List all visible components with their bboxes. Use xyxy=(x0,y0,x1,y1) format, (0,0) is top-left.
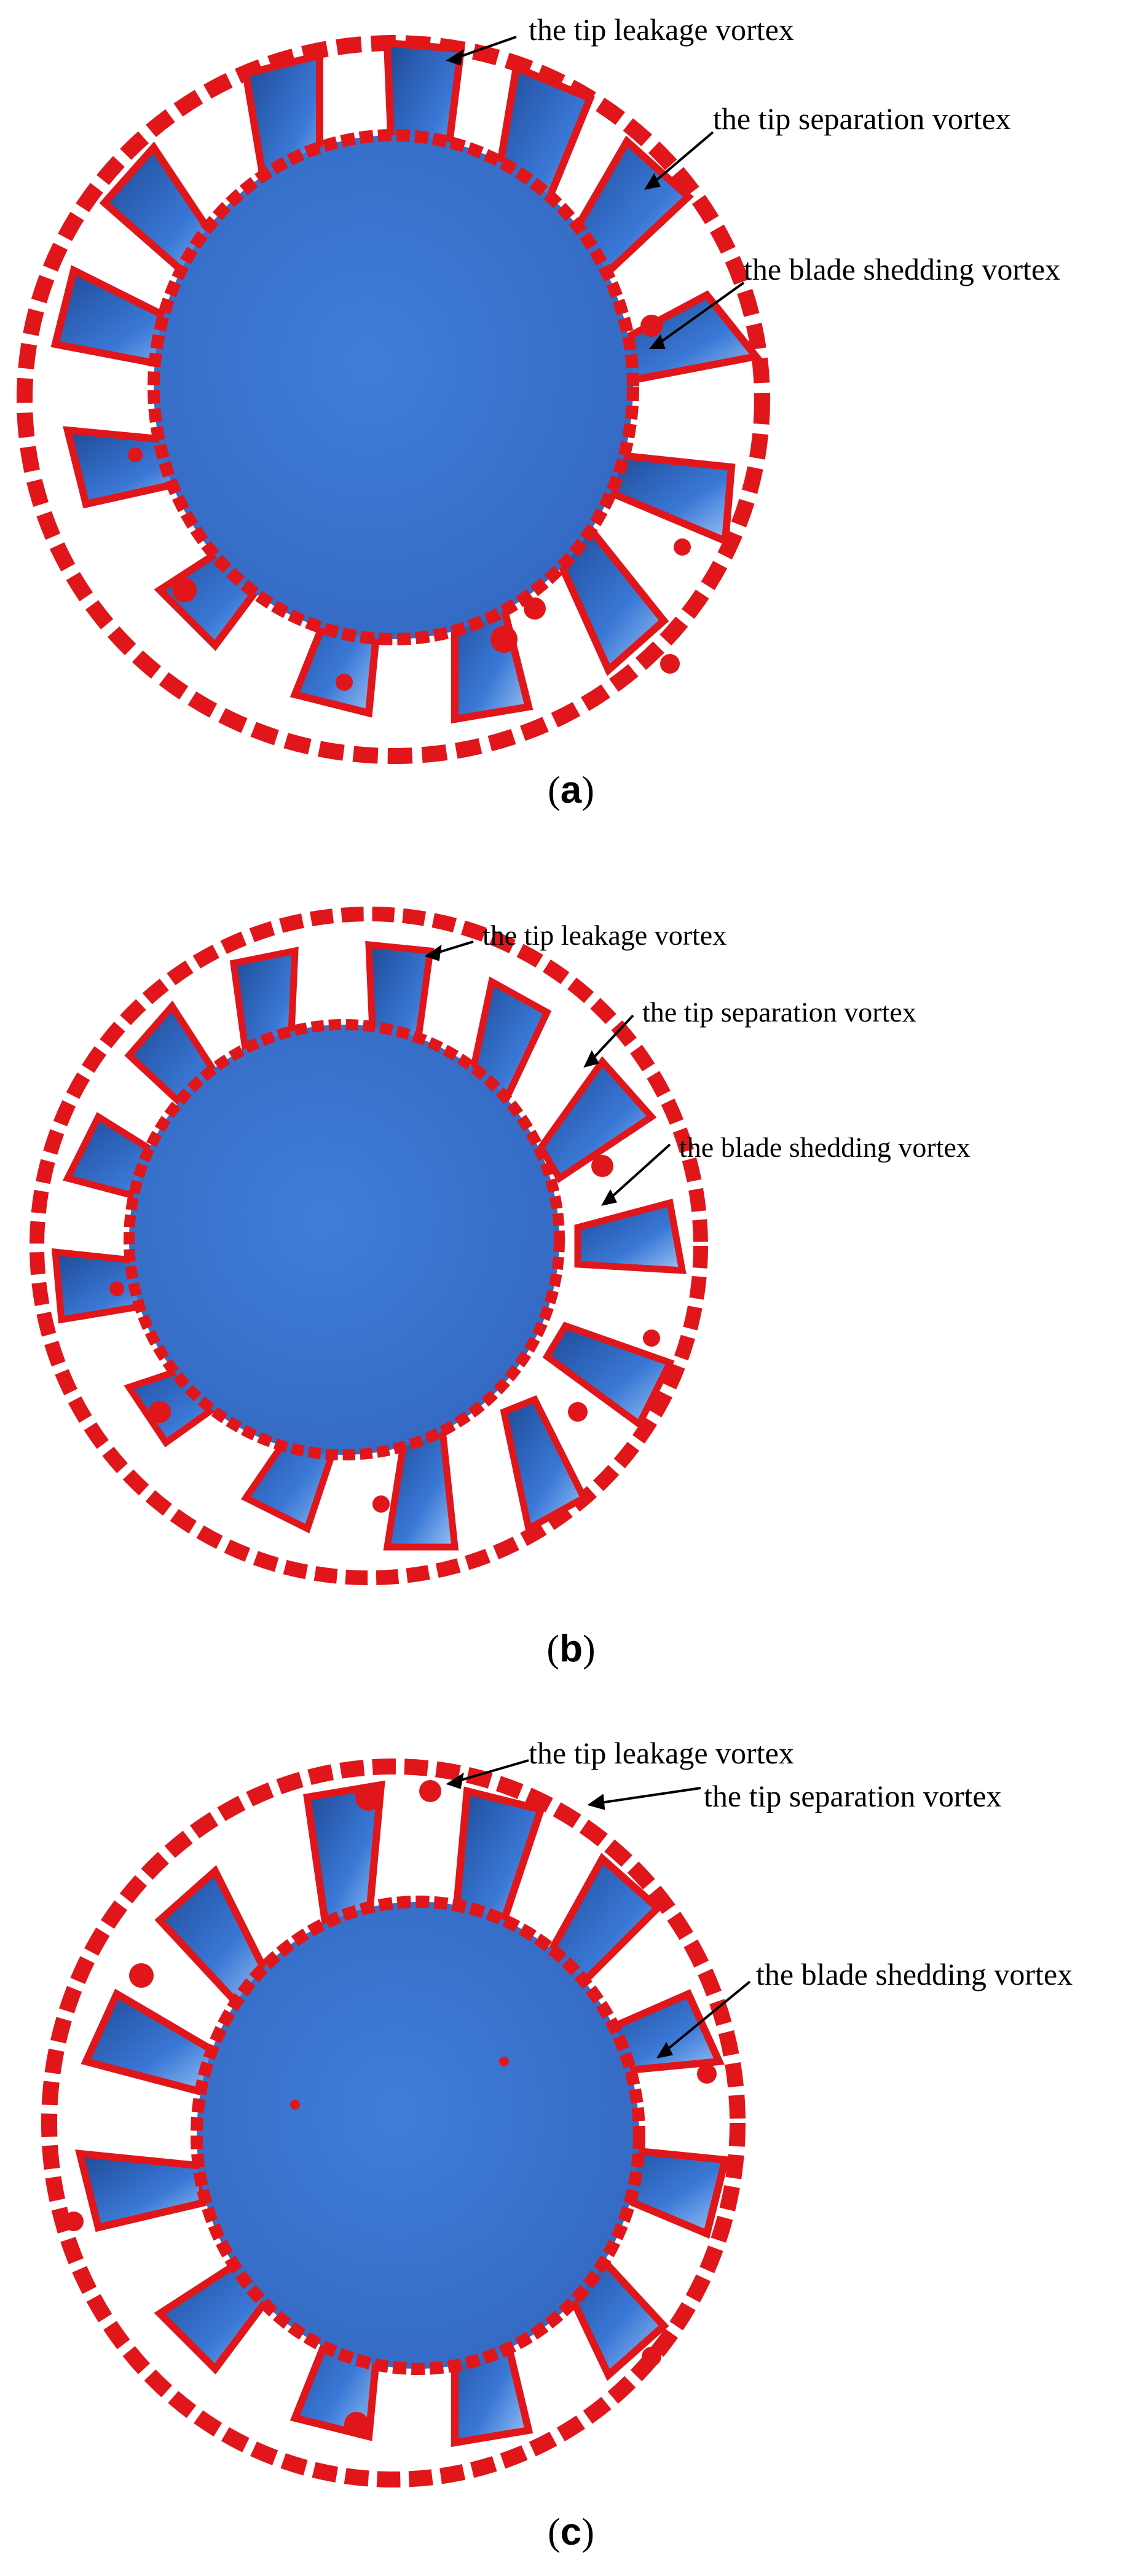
hub xyxy=(124,1019,565,1460)
caption-close: ) xyxy=(581,2511,594,2553)
caption-open: ( xyxy=(548,2511,561,2553)
caption-open: ( xyxy=(548,770,561,811)
caption-close: ) xyxy=(581,770,594,811)
label-blade-shedding-vortex: the blade shedding vortex xyxy=(744,252,1060,286)
label-tip-leakage-vortex: the tip leakage vortex xyxy=(482,920,727,951)
callout-arrows xyxy=(446,36,745,349)
outer-shroud xyxy=(41,1759,746,2487)
blade xyxy=(542,1321,675,1430)
callout-arrows xyxy=(446,1759,751,2058)
panel-a: the tip leakage vortex the tip separatio… xyxy=(0,0,1142,859)
panel-b: the tip leakage vortex the tip separatio… xyxy=(0,859,1142,1717)
caption-a: (a) xyxy=(0,768,1142,813)
caption-letter: c xyxy=(560,2511,582,2553)
vortex-structures xyxy=(64,1780,717,2436)
label-tip-leakage-vortex: the tip leakage vortex xyxy=(529,1736,794,1770)
label-tip-leakage-vortex: the tip leakage vortex xyxy=(529,12,794,47)
caption-letter: b xyxy=(559,1628,583,1670)
outer-shroud xyxy=(30,907,708,1585)
caption-close: ) xyxy=(582,1628,596,1670)
label-blade-shedding-vortex: the blade shedding vortex xyxy=(756,1957,1073,1991)
caption-b: (b) xyxy=(0,1627,1142,1671)
blade xyxy=(574,1199,687,1274)
hub xyxy=(148,129,639,645)
label-tip-separation-vortex: the tip separation vortex xyxy=(704,1779,1002,1813)
impeller-figure-a: the tip leakage vortex the tip separatio… xyxy=(17,12,1060,764)
caption-letter: a xyxy=(560,769,582,811)
blade xyxy=(81,1988,226,2097)
impeller-figure-b: the tip leakage vortex the tip separatio… xyxy=(30,907,971,1585)
caption-c: (c) xyxy=(0,2510,1142,2554)
panel-c: the tip leakage vortex the tip separatio… xyxy=(0,1717,1142,2576)
label-tip-separation-vortex: the tip separation vortex xyxy=(713,101,1011,136)
label-tip-separation-vortex: the tip separation vortex xyxy=(642,996,916,1028)
caption-open: ( xyxy=(546,1628,560,1670)
blade xyxy=(537,1056,657,1183)
impeller-figure-c: the tip leakage vortex the tip separatio… xyxy=(41,1736,1073,2487)
vortex-structures xyxy=(128,315,691,691)
callout-arrows xyxy=(424,940,671,1206)
label-blade-shedding-vortex: the blade shedding vortex xyxy=(679,1132,971,1163)
blade xyxy=(500,1395,589,1534)
blade xyxy=(75,2149,207,2232)
hub xyxy=(191,1896,645,2375)
blade xyxy=(610,290,763,385)
vortex-structures xyxy=(109,1155,660,1513)
